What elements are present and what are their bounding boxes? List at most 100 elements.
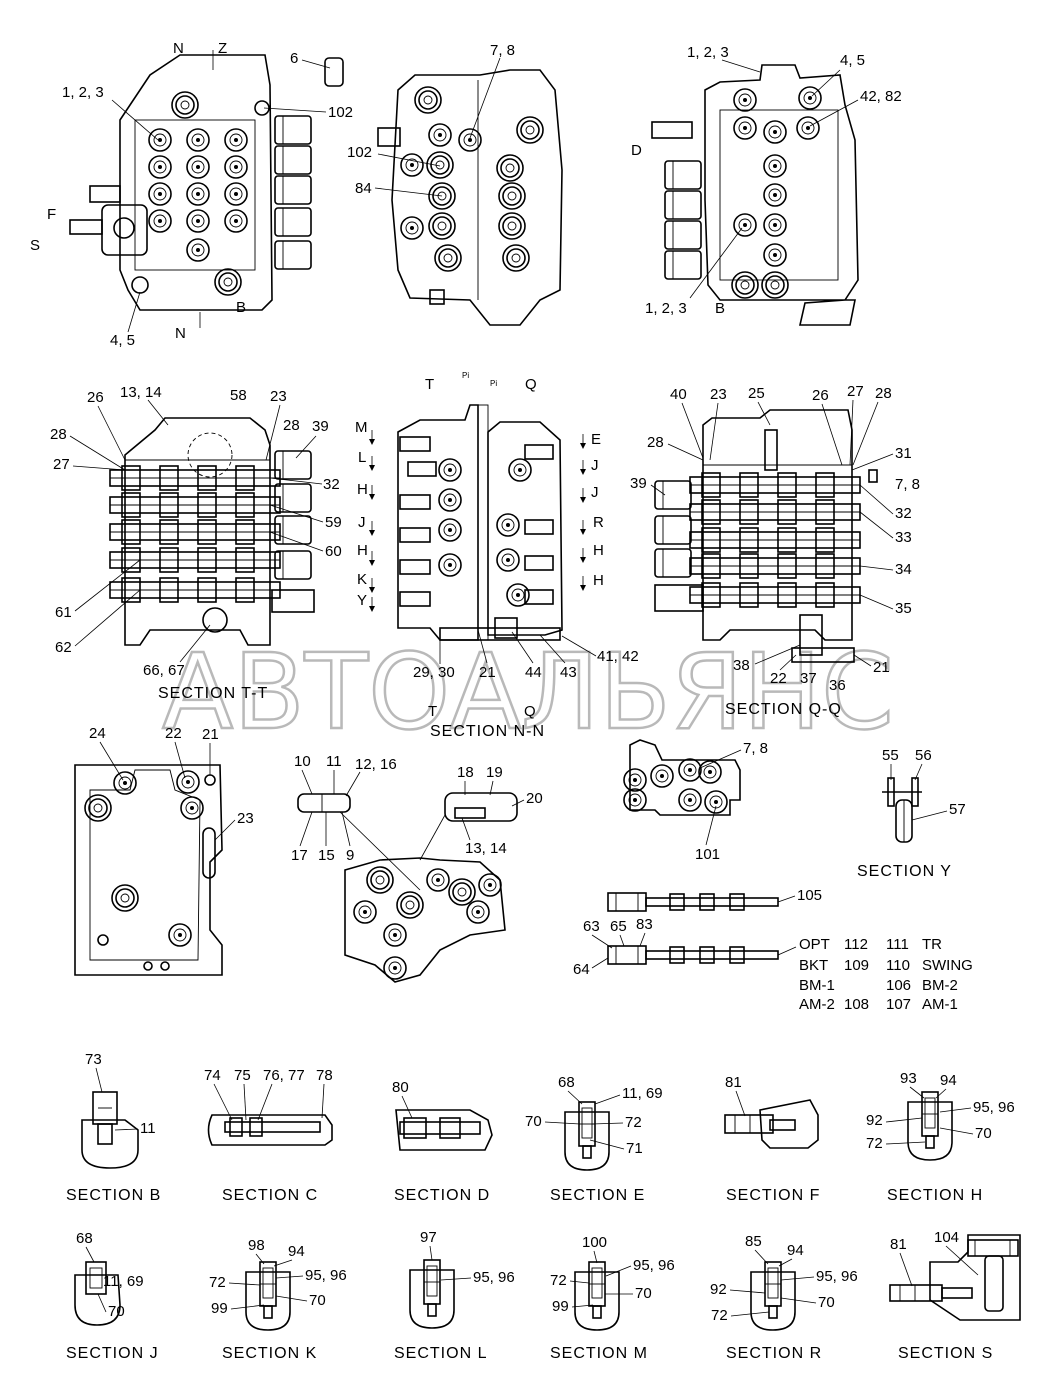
callout-99: 99 xyxy=(552,1298,569,1315)
section-s-drawing xyxy=(889,1234,1021,1321)
table-row-2-label-right: SWING xyxy=(922,957,973,974)
callout-11: 11 xyxy=(326,753,342,770)
callout-31: 31 xyxy=(895,445,912,462)
callout-t-top: T xyxy=(425,376,434,393)
callout-85: 85 xyxy=(745,1233,762,1250)
callouts-view-1: N Z 6 1, 2, 3 102 F S 4, 5 N B xyxy=(30,40,353,349)
callouts-auxiliary-block: 7, 8 101 xyxy=(695,740,768,863)
callout-18: 18 xyxy=(457,764,474,781)
callout-83: 83 xyxy=(636,916,653,933)
callout-11-69: 11, 69 xyxy=(103,1273,144,1290)
callout-y: Y xyxy=(357,592,367,609)
callout-72: 72 xyxy=(550,1272,567,1289)
callout-7-8: 7, 8 xyxy=(490,42,515,59)
callout-28-left: 28 xyxy=(50,426,67,443)
table-row-3-num-right: 106 xyxy=(886,977,911,994)
section-j-caption: SECTION J xyxy=(66,1345,159,1362)
callout-36: 36 xyxy=(829,677,846,694)
callout-94: 94 xyxy=(787,1242,804,1259)
callout-12-16: 12, 16 xyxy=(355,756,397,773)
callout-95-96: 95, 96 xyxy=(973,1099,1015,1116)
callout-42-82: 42, 82 xyxy=(860,88,902,105)
callouts-section-n-n: T Pi Pi Q M L H J H K Y E J J R H H 29, … xyxy=(355,371,639,720)
callout-78: 78 xyxy=(316,1067,333,1084)
callout-55: 55 xyxy=(882,747,899,764)
callout-27: 27 xyxy=(847,383,864,400)
section-h-caption: SECTION H xyxy=(887,1187,983,1204)
callout-35: 35 xyxy=(895,600,912,617)
callout-102: 102 xyxy=(328,104,353,121)
section-e-caption: SECTION E xyxy=(550,1187,645,1204)
callout-t-bottom: T xyxy=(428,703,437,720)
callout-80: 80 xyxy=(392,1079,409,1096)
callouts-relief-valves: 10 11 12, 16 17 15 9 18 19 20 13, 14 xyxy=(291,753,543,864)
table-row-3-label-left: BM-1 xyxy=(799,977,835,994)
callout-h-2: H xyxy=(357,542,368,559)
callout-56: 56 xyxy=(915,747,932,764)
callout-n-top: N xyxy=(173,40,184,57)
callout-43: 43 xyxy=(560,664,577,681)
callout-58: 58 xyxy=(230,387,247,404)
callout-62: 62 xyxy=(55,639,72,656)
callout-21: 21 xyxy=(479,664,496,681)
callout-d: D xyxy=(631,142,642,159)
callout-1-2-3-bottom: 1, 2, 3 xyxy=(645,300,687,317)
callout-f: F xyxy=(47,206,56,223)
section-k-caption: SECTION K xyxy=(222,1345,317,1362)
callout-4-5: 4, 5 xyxy=(840,52,865,69)
table-row-1-num-right: 111 xyxy=(886,936,909,953)
callout-70: 70 xyxy=(525,1113,542,1130)
callout-11: 11 xyxy=(140,1120,156,1137)
section-f-caption: SECTION F xyxy=(726,1187,820,1204)
valve-view-side xyxy=(377,69,563,326)
valve-view-front-left xyxy=(69,50,344,328)
table-row-1-label-right: TR xyxy=(922,936,942,953)
section-y-drawing xyxy=(882,777,922,843)
section-m-drawing xyxy=(574,1261,620,1331)
callout-9: 9 xyxy=(346,847,354,864)
callout-71: 71 xyxy=(626,1140,643,1157)
callout-60: 60 xyxy=(325,543,342,560)
callout-28-left: 28 xyxy=(647,434,664,451)
callout-h-4: H xyxy=(593,542,604,559)
callout-s: S xyxy=(30,237,40,254)
callout-h-5: H xyxy=(593,572,604,589)
section-d-caption: SECTION D xyxy=(394,1187,490,1204)
section-e-drawing xyxy=(564,1101,610,1171)
callouts-section-y: 55 56 57 xyxy=(882,747,966,821)
callout-j-1: J xyxy=(358,514,366,531)
section-l-caption: SECTION L xyxy=(394,1345,487,1362)
callout-z: Z xyxy=(218,40,227,57)
callout-94: 94 xyxy=(288,1243,305,1260)
callout-29-30: 29, 30 xyxy=(413,664,455,681)
callout-104: 104 xyxy=(934,1229,959,1246)
table-row-2-num-right: 110 xyxy=(886,957,910,974)
callout-4-5: 4, 5 xyxy=(110,332,135,349)
callout-92: 92 xyxy=(866,1112,883,1129)
callout-98: 98 xyxy=(248,1237,265,1254)
section-t-t-caption: SECTION T-T xyxy=(158,685,268,702)
callout-95-96: 95, 96 xyxy=(473,1269,515,1286)
callouts-section-q-q: 40 23 25 26 27 28 28 31 7, 8 39 32 33 34… xyxy=(630,383,920,694)
callout-84: 84 xyxy=(355,180,372,197)
callout-101: 101 xyxy=(695,846,720,863)
valve-view-rear xyxy=(651,64,859,326)
section-n-n-caption: SECTION N-N xyxy=(430,723,545,740)
section-c-caption: SECTION C xyxy=(222,1187,318,1204)
watermark: АВТОАЛЬЯНС xyxy=(162,631,894,753)
table-row-2-label-left: BKT xyxy=(799,957,828,974)
callout-92: 92 xyxy=(710,1281,727,1298)
callout-pi-left: Pi xyxy=(462,371,469,380)
section-t-t-drawing xyxy=(109,417,315,646)
section-y-caption: SECTION Y xyxy=(857,863,952,880)
callout-44: 44 xyxy=(525,664,542,681)
callout-m: M xyxy=(355,419,368,436)
callout-61: 61 xyxy=(55,604,72,621)
callout-j-2: J xyxy=(591,457,599,474)
callout-b: B xyxy=(715,300,725,317)
callout-22: 22 xyxy=(770,670,787,687)
callout-105: 105 xyxy=(797,887,822,904)
table-row-1-label-left: OPT xyxy=(799,936,830,953)
callout-72: 72 xyxy=(209,1274,226,1291)
